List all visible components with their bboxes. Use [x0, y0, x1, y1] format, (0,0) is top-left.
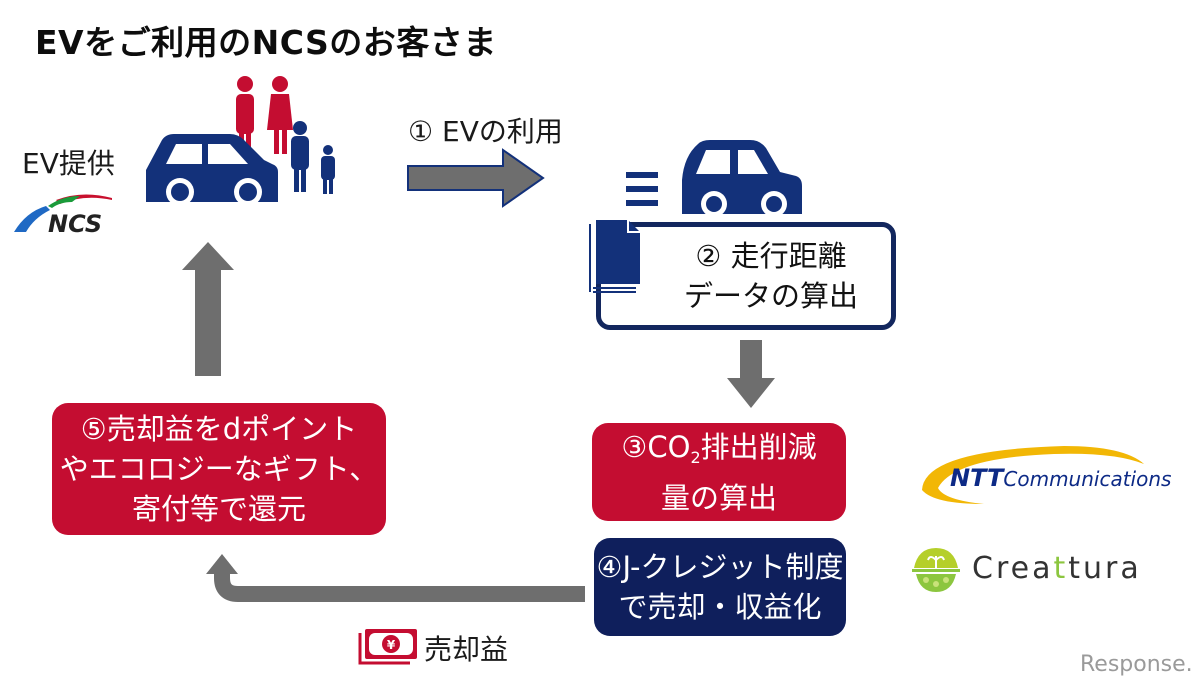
step3-line1: ③CO2排出削減 — [621, 427, 816, 478]
document-stack-icon — [589, 220, 640, 293]
creattura-post: tura — [1068, 551, 1142, 586]
step2-box: ② 走行距離 データの算出 — [596, 222, 896, 330]
money-icon-wrap: ¥ — [358, 627, 420, 671]
step3-box: ③CO2排出削減 量の算出 — [592, 423, 846, 521]
step5-line2: やエコロジーなギフト、 — [59, 452, 379, 486]
step4-line1: ④J-クレジット制度 — [596, 550, 844, 584]
ncs-logo-icon: NCS — [14, 194, 112, 238]
moving-car — [626, 136, 816, 224]
page-title: EVをご利用のNCSのお客さま — [35, 23, 497, 62]
step4-box: ④J-クレジット制度 で売却・収益化 — [594, 538, 846, 636]
arrow-return — [196, 548, 586, 612]
arrow-return-icon — [206, 554, 585, 602]
ntt-bold: NTT — [950, 464, 1004, 492]
arrow-right-icon — [407, 148, 545, 208]
creattura-logo — [912, 546, 960, 598]
step2-line1: ② 走行距離 — [695, 239, 847, 273]
arrow-down — [726, 340, 776, 414]
creattura-leaf-icon — [912, 548, 960, 592]
step3-line2: 量の算出 — [660, 480, 777, 515]
step5-line3: 寄付等で還元 — [131, 492, 306, 526]
ntt-swoosh-icon — [922, 446, 1144, 504]
creattura-text: Creattura — [972, 551, 1142, 586]
step5-line1: ⑤売却益をdポイント — [80, 412, 358, 446]
ncs-logo-text: NCS — [48, 210, 102, 238]
ev-provider-label: EV提供 — [22, 147, 115, 180]
car-with-family-icon — [146, 76, 335, 206]
ncs-logo: NCS — [12, 190, 127, 238]
step3-subscript: 2 — [690, 447, 701, 467]
step3-suffix: 排出削減 — [700, 429, 817, 464]
step1-label: ① EVの利用 — [408, 115, 563, 148]
moving-car-icon — [626, 140, 802, 217]
response-watermark: Response. — [1080, 652, 1193, 677]
step3-prefix: ③CO — [621, 429, 691, 464]
ntt-rest: Communications — [1003, 467, 1172, 491]
arrow-down-icon — [727, 340, 775, 408]
yen-symbol: ¥ — [387, 638, 396, 652]
arrow-up — [180, 242, 236, 382]
money-icon: ¥ — [358, 629, 417, 665]
ntt-logo-text: NTTCommunications — [950, 464, 1171, 492]
document-stack — [586, 216, 648, 300]
car-family-illustration — [140, 68, 340, 206]
step4-line2: で売却・収益化 — [618, 590, 822, 624]
step2-line2: データの算出 — [683, 279, 858, 313]
creattura-accent: t — [1053, 551, 1069, 586]
creattura-pre: Crea — [972, 551, 1054, 586]
step5-box: ⑤売却益をdポイント やエコロジーなギフト、 寄付等で還元 — [52, 403, 386, 535]
arrow-right — [405, 148, 547, 212]
ntt-communications-logo: NTTCommunications — [914, 440, 1184, 510]
proceeds-label: 売却益 — [424, 633, 509, 666]
arrow-up-icon — [182, 242, 234, 376]
